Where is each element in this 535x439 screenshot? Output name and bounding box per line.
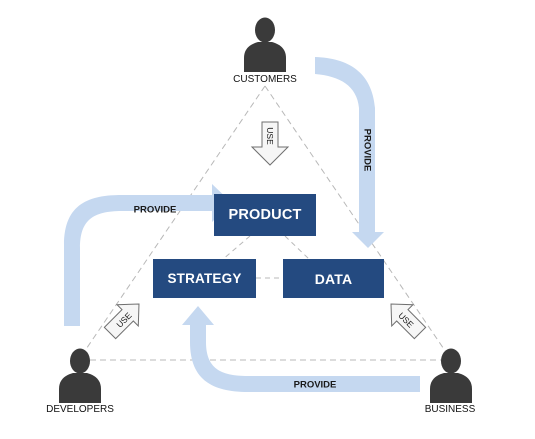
- product-box: PRODUCT: [214, 194, 316, 236]
- box-connectors: [221, 235, 311, 279]
- data-box: DATA: [283, 259, 384, 298]
- business-person-icon: [430, 348, 472, 403]
- connector-product-strategy: [221, 235, 251, 261]
- connector-product-data: [284, 235, 311, 261]
- business-provide-arrow: [182, 306, 420, 392]
- developers-label: DEVELOPERS: [46, 404, 114, 415]
- developers-person-icon: [59, 348, 101, 403]
- dashed-triangle: [79, 85, 451, 361]
- business-label: BUSINESS: [424, 404, 476, 415]
- customers-use-arrow: [250, 121, 290, 166]
- customers-person-icon: [244, 17, 286, 72]
- triangle-edge-left: [79, 85, 266, 359]
- customers-label: CUSTOMERS: [233, 74, 297, 85]
- strategy-box: STRATEGY: [153, 259, 256, 298]
- triangle-edge-right: [264, 85, 451, 359]
- use-arrows: [103, 121, 427, 340]
- business-provide-label: PROVIDE: [293, 379, 337, 391]
- customers-provide-arrow: [315, 57, 384, 248]
- developers-provide-label: PROVIDE: [133, 204, 177, 216]
- developers-use-arrow: [103, 303, 140, 340]
- business-use-arrow: [390, 303, 427, 340]
- customers-provide-label: PROVIDE: [361, 128, 373, 172]
- customers-use-label: USE: [265, 127, 275, 145]
